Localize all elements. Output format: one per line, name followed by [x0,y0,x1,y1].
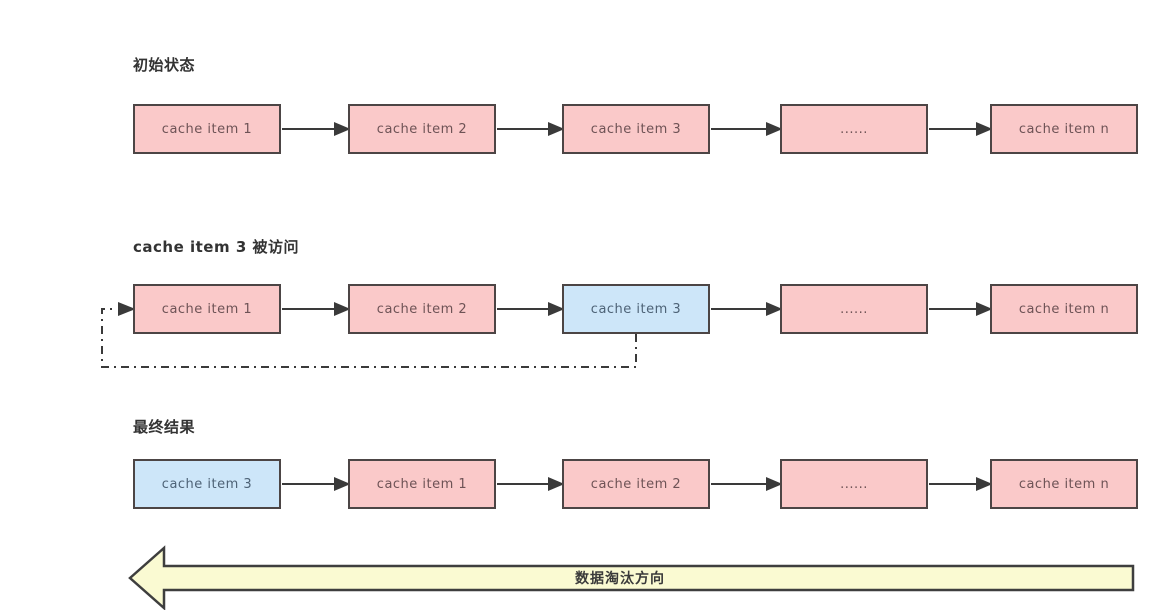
section-title-initial-state: 初始状态 [133,56,196,74]
eviction-direction-label: 数据淘汰方向 [575,571,665,587]
next-pointer-arrowhead [976,121,993,137]
next-pointer-arrowhead [334,121,351,137]
cache-box: cache item 1 [133,104,281,154]
next-pointer-arrowhead [334,301,351,317]
next-pointer-arrowhead [976,476,993,492]
section-title-item3-accessed: cache item 3 被访问 [133,238,299,256]
next-pointer-arrowhead [548,301,565,317]
cache-box: cache item 2 [562,459,710,509]
next-pointer-arrowhead [766,121,783,137]
cache-box: cache item 1 [348,459,496,509]
next-pointer-arrowhead [334,476,351,492]
move-to-front-arrowhead [118,302,136,316]
cache-box: cache item 1 [133,284,281,334]
cache-box-ellipsis: ...... [780,284,928,334]
cache-box: cache item n [990,104,1138,154]
cache-box: cache item 2 [348,104,496,154]
section-title-final-result: 最终结果 [133,418,196,436]
cache-box: cache item 3 [562,104,710,154]
cache-box-ellipsis: ...... [780,459,928,509]
next-pointer-arrowhead [548,121,565,137]
next-pointer-arrowhead [976,301,993,317]
cache-box-accessed: cache item 3 [133,459,281,509]
cache-box-accessed: cache item 3 [562,284,710,334]
cache-box-ellipsis: ...... [780,104,928,154]
next-pointer-arrowhead [548,476,565,492]
cache-box: cache item n [990,459,1138,509]
cache-box: cache item 2 [348,284,496,334]
next-pointer-arrowhead [766,301,783,317]
cache-box: cache item n [990,284,1138,334]
next-pointer-arrowhead [766,476,783,492]
